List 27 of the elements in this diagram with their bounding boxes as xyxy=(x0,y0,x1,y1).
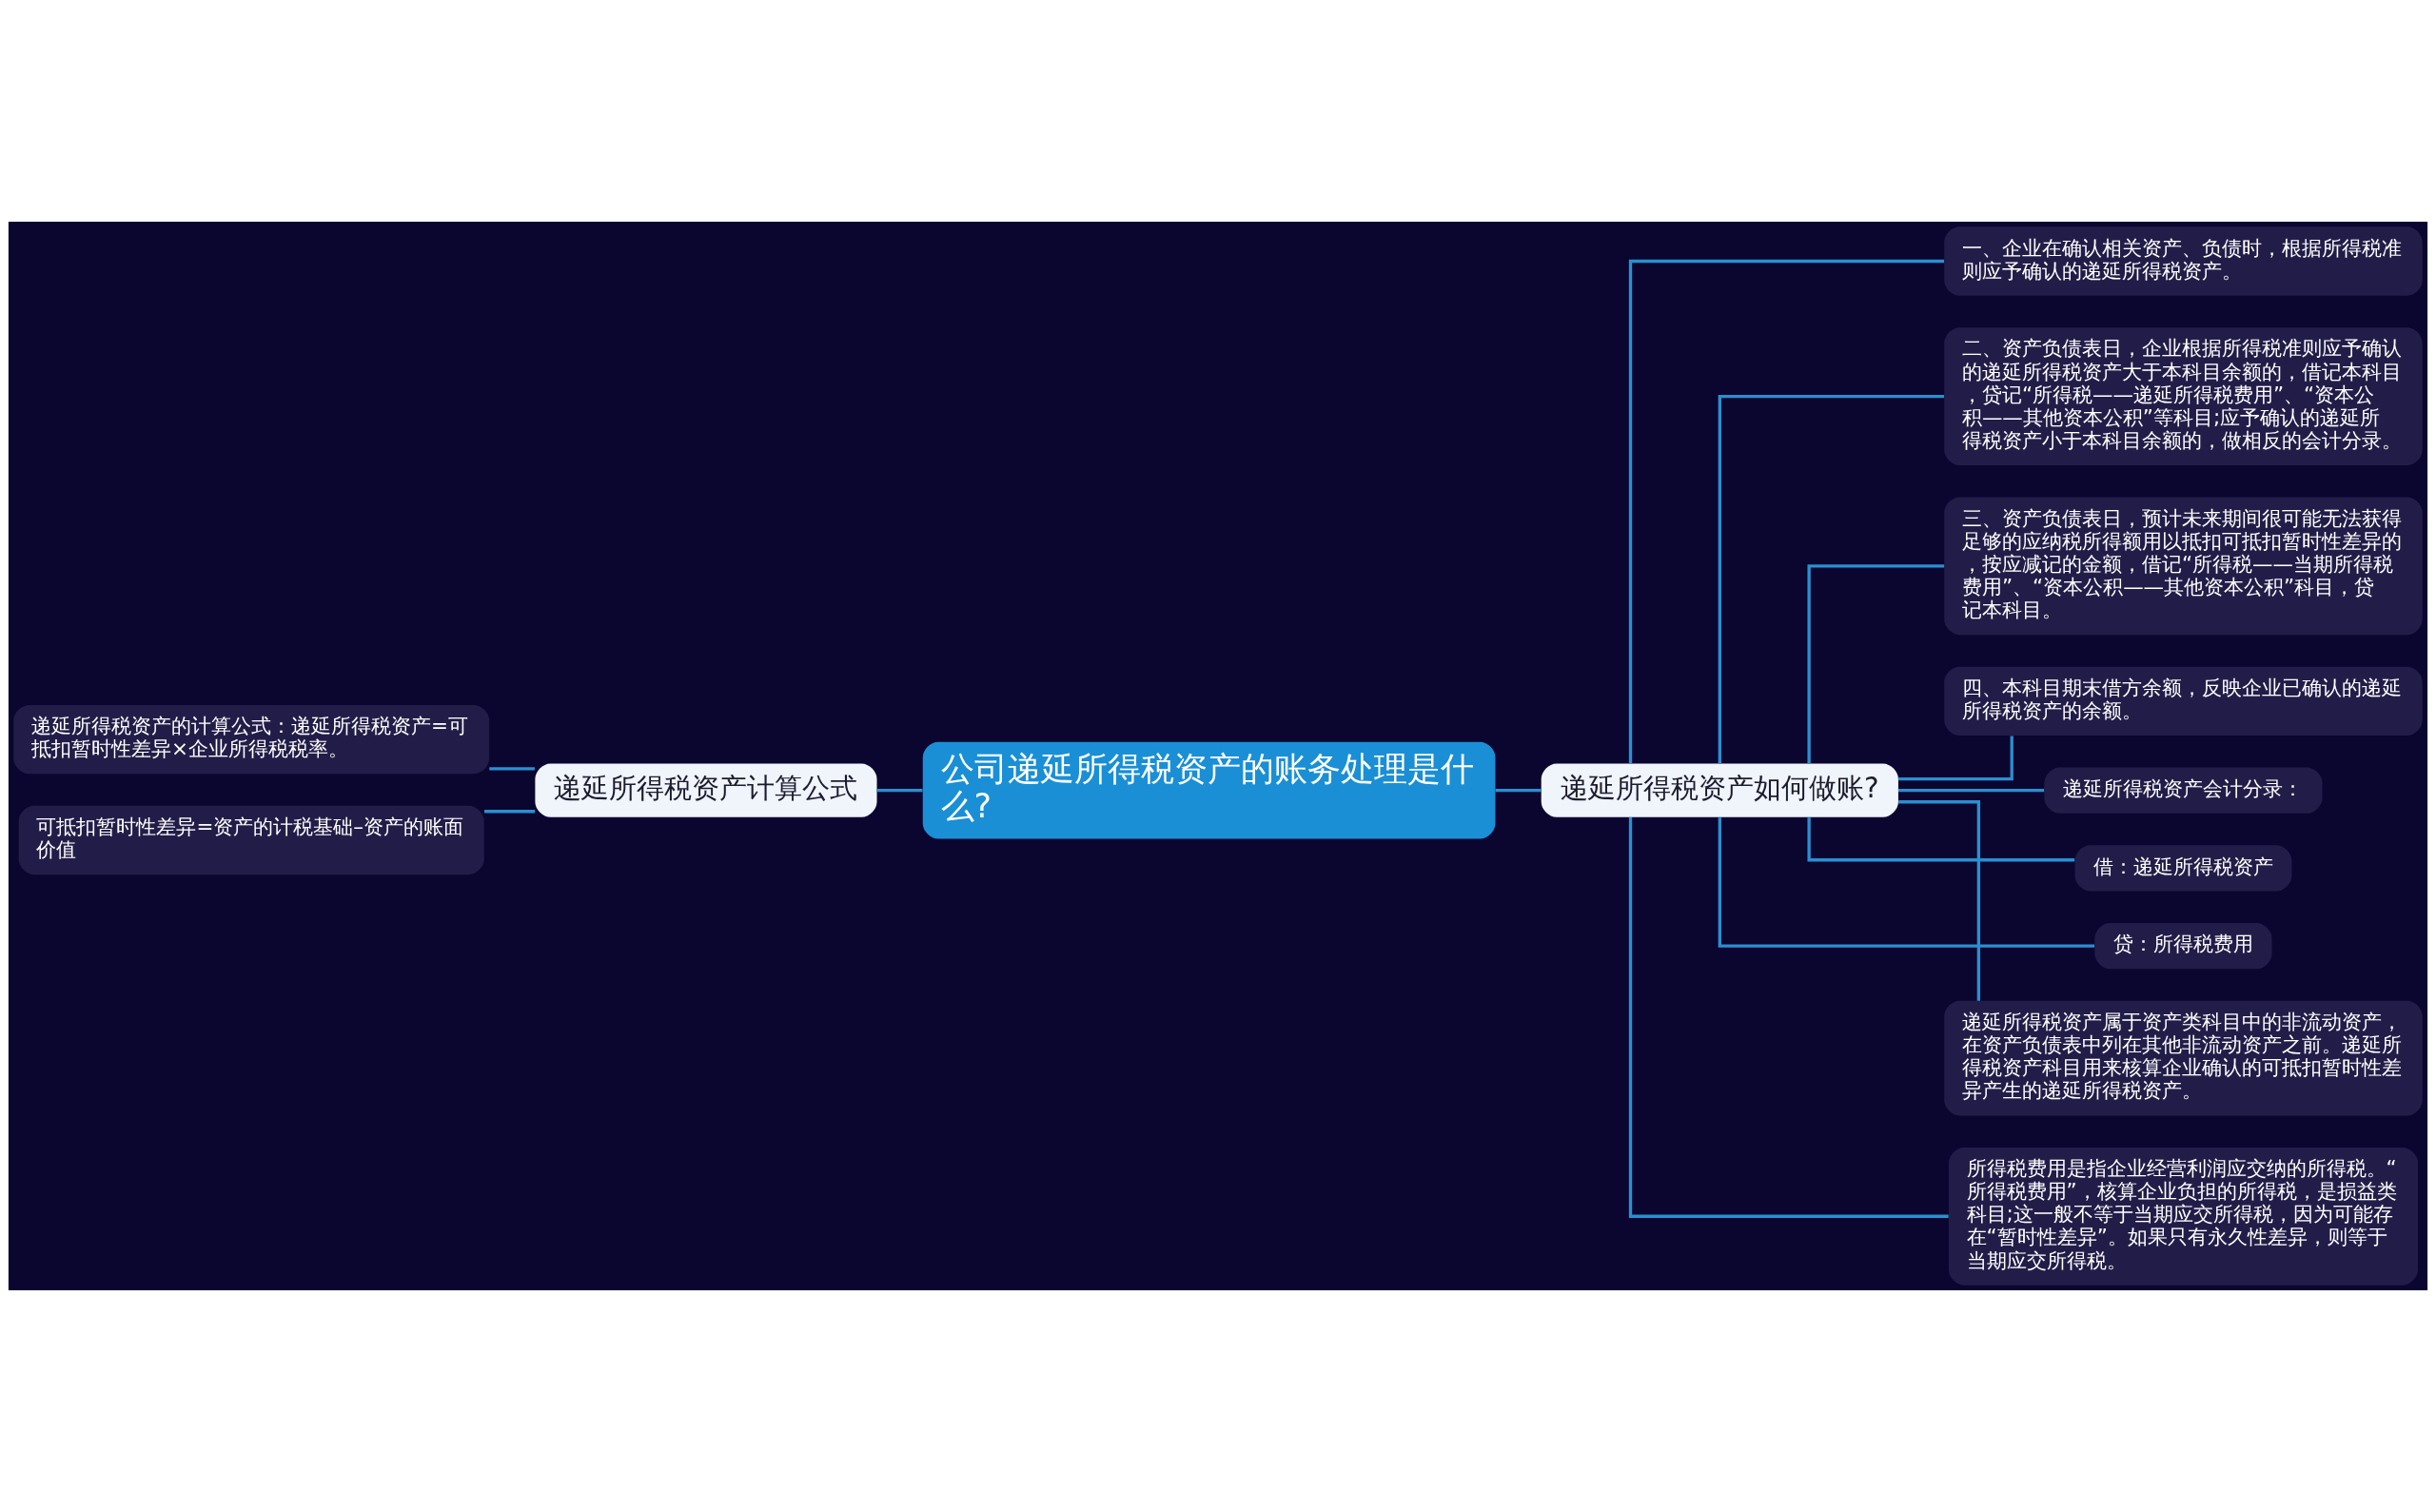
node-box: 公司递延所得税资产的账务处理是什么? xyxy=(922,741,1496,839)
node-box: 递延所得税资产如何做账? xyxy=(1541,763,1898,817)
node-box: 可抵扣暂时性差异=资产的计税基础–资产的账面价值 xyxy=(18,805,484,875)
connector xyxy=(1807,817,2075,862)
connector xyxy=(1628,817,1949,1218)
connector xyxy=(484,810,536,814)
node-box: 所得税费用是指企业经营利润应交纳的所得税。“所得税费用”，核算企业负担的所得税，是损益类科目;这一般不等于当期应交所得税，因为可能存在“暂时性差异”。如果只有永久性差异，则等于当期应交所得税。 xyxy=(1948,1147,2419,1286)
connector xyxy=(1898,800,1981,1001)
node-box: 三、资产负债表日，预计未来期间很可能无法获得足够的应纳税所得额用以抵扣可抵扣暂时性差异的，按应减记的金额，借记“所得税——当期所得税费用”、“资本公积——其他资本公积”科目，贷记本科目。 xyxy=(1944,497,2423,636)
node-box: 递延所得税资产的计算公式：递延所得税资产=可抵扣暂时性差异×企业所得税税率。 xyxy=(13,704,490,775)
node-box: 借：递延所得税资产 xyxy=(2074,845,2292,892)
connector xyxy=(1807,564,1945,764)
node-box: 递延所得税资产计算公式 xyxy=(535,763,877,817)
connector xyxy=(876,789,923,793)
node-box: 贷：所得税费用 xyxy=(2094,923,2272,970)
node-box: 二、资产负债表日，企业根据所得税准则应予确认的递延所得税资产大于本科目余额的，借记本科目，贷记“所得税——递延所得税费用”、“资本公积——其他资本公积”等科目;应予确认的递延所得税资产小于本科目余额的，做相反的会计分录。 xyxy=(1944,327,2423,465)
connector xyxy=(1718,817,2095,948)
node-box: 一、企业在确认相关资产、负债时，根据所得税准则应予确认的递延所得税资产。 xyxy=(1944,226,2423,296)
node-box: 四、本科目期末借方余额，反映企业已确认的递延所得税资产的余额。 xyxy=(1944,666,2423,736)
connector xyxy=(1898,736,2014,781)
connector xyxy=(1628,259,1944,764)
node-box: 递延所得税资产属于资产类科目中的非流动资产，在资产负债表中列在其他非流动资产之前。递延所得税资产科目用来核算企业确认的可抵扣暂时性差异产生的递延所得税资产。 xyxy=(1944,1000,2423,1116)
connector xyxy=(1897,789,2045,793)
connector xyxy=(489,767,535,771)
connector xyxy=(1718,394,1945,764)
connector xyxy=(1495,789,1542,793)
node-box: 递延所得税资产会计分录： xyxy=(2044,767,2323,814)
